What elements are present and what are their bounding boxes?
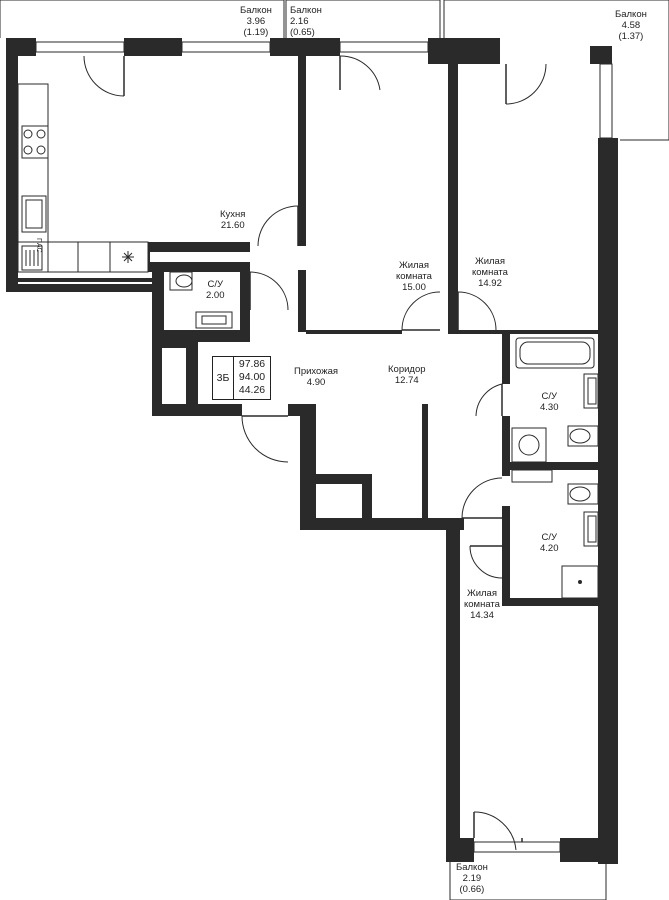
label-corridor: Коридор 12.74 bbox=[388, 364, 426, 386]
doors bbox=[83, 55, 547, 851]
label-hall: Прихожая 4.90 bbox=[294, 366, 339, 388]
label-balcony-kitchen: Балкон 3.96 (1.19) bbox=[240, 5, 272, 38]
area-living: 44.26 bbox=[238, 384, 266, 396]
apartment-type: 3Б bbox=[213, 357, 234, 399]
label-balcony-right: Балкон 4.58 (1.37) bbox=[615, 9, 647, 42]
area-total: 97.86 bbox=[238, 358, 266, 370]
label-balcony-bottom: Балкон 2.19 (0.66) bbox=[456, 862, 488, 895]
kitchen-fixtures bbox=[17, 83, 149, 273]
apartment-areas: 97.86 94.00 44.26 bbox=[234, 358, 270, 397]
label-kitchen: Кухня 21.60 bbox=[220, 209, 246, 231]
wc-small-fixtures bbox=[169, 271, 233, 329]
area-reduced: 94.00 bbox=[238, 371, 266, 383]
label-bath2: С/У 4.20 bbox=[540, 532, 559, 554]
bath1-fixtures bbox=[511, 337, 599, 483]
label-living3: Жилая комната 14.34 bbox=[464, 588, 500, 621]
riser-block bbox=[21, 245, 43, 271]
bath2-fixtures bbox=[561, 483, 599, 599]
apartment-badge: 3Б 97.86 94.00 44.26 bbox=[212, 356, 271, 400]
label-living1: Жилая комната 15.00 bbox=[396, 260, 432, 293]
label-balcony-middle: Балкон 2.16 (0.65) bbox=[290, 5, 322, 38]
label-bath1: С/У 4.30 bbox=[540, 391, 559, 413]
label-living2: Жилая комната 14.92 bbox=[472, 256, 508, 289]
walls bbox=[6, 38, 618, 864]
label-wc-small: С/У 2.00 bbox=[206, 279, 225, 301]
label-riser: ПАС bbox=[35, 238, 42, 253]
